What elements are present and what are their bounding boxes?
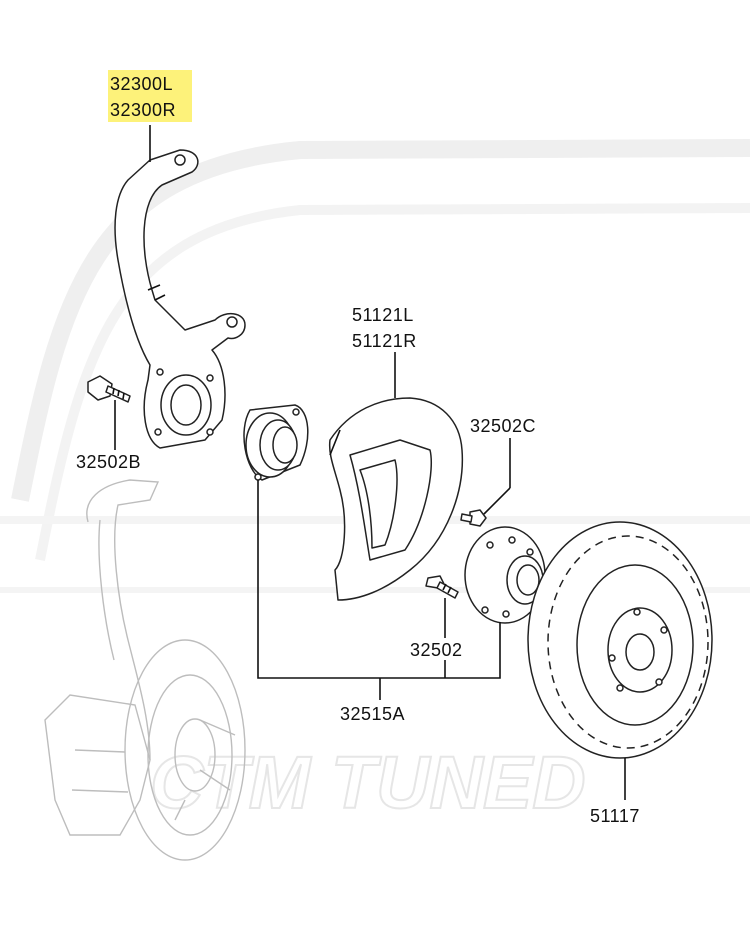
- label-51121l: 51121L: [352, 305, 414, 325]
- part-number-highlight: [108, 70, 192, 122]
- leader-lines: [114, 125, 626, 800]
- wheel-stud-icon: [425, 575, 459, 599]
- label-32300r: 32300R: [110, 100, 176, 120]
- label-32502b: 32502B: [76, 452, 141, 472]
- dust-shield-icon: [328, 397, 464, 601]
- wheel-hub-icon: [464, 526, 546, 624]
- bolt-c-icon: [460, 509, 487, 527]
- label-32515a: 32515A: [340, 704, 405, 724]
- bolt-icon: [87, 375, 131, 403]
- reference-assembly-ghost: [44, 479, 246, 861]
- label-32502: 32502: [410, 640, 463, 660]
- label-32300l: 32300L: [110, 74, 173, 94]
- label-51117: 51117: [590, 806, 640, 826]
- steering-knuckle-icon: [114, 149, 246, 449]
- label-51121r: 51121R: [352, 331, 417, 351]
- hub-bearing-icon: [243, 404, 309, 481]
- watermark-text: CTM TUNED: [150, 741, 586, 824]
- label-32502c: 32502C: [470, 416, 536, 436]
- brake-rotor-icon: [527, 521, 713, 759]
